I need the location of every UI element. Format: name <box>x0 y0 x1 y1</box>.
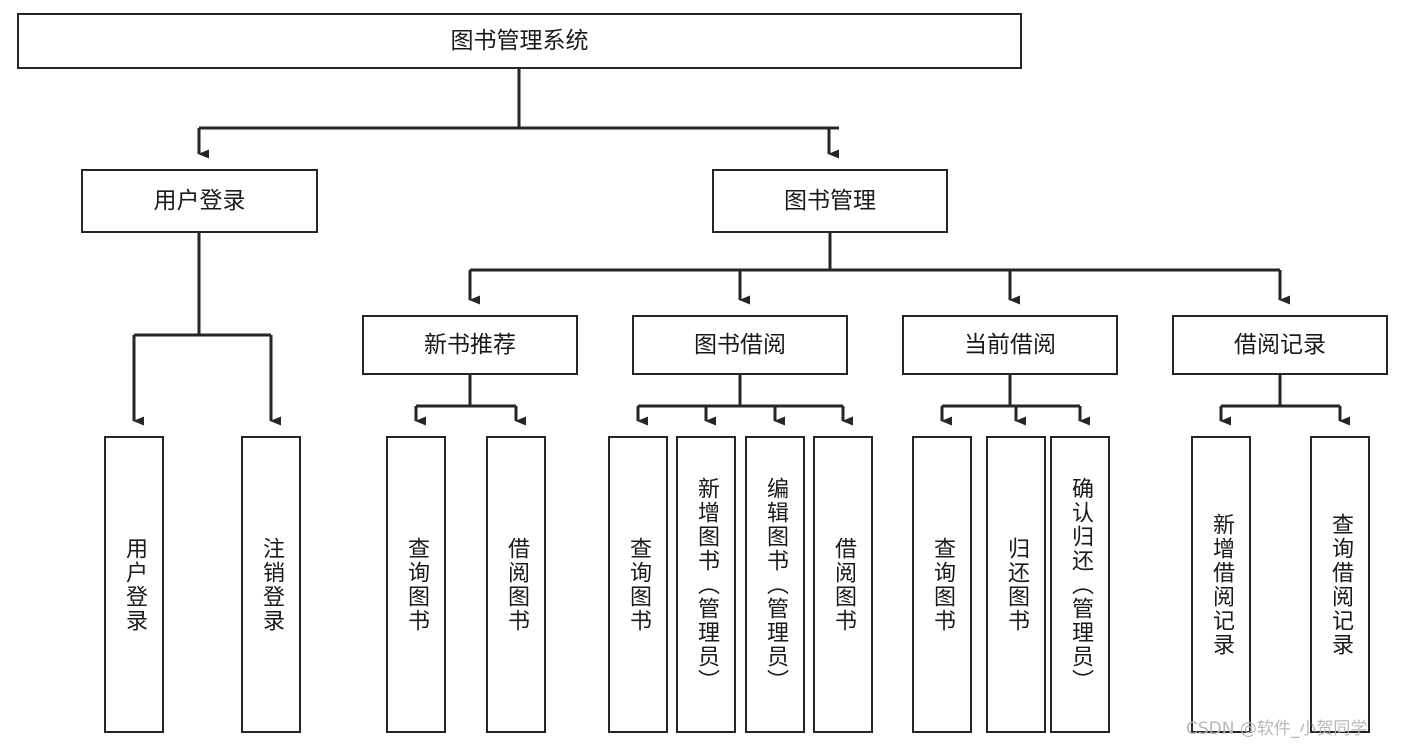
node-new-book-recommend-label: 新书推荐 <box>424 331 516 358</box>
leaf-logout-login[interactable]: 注销登录 <box>241 436 301 733</box>
node-new-book-recommend[interactable]: 新书推荐 <box>362 315 578 375</box>
leaf-logout-login-label: 注销登录 <box>259 536 284 633</box>
leaf-return-book[interactable]: 归还图书 <box>986 436 1046 733</box>
leaf-confirm-return-admin[interactable]: 确认归还（管理员） <box>1050 436 1110 733</box>
leaf-borrow-book[interactable]: 借阅图书 <box>813 436 873 733</box>
node-book-management[interactable]: 图书管理 <box>712 169 948 233</box>
node-book-borrow[interactable]: 图书借阅 <box>632 315 848 375</box>
node-root-label: 图书管理系统 <box>450 27 589 54</box>
leaf-user-login-label: 用户登录 <box>122 536 147 633</box>
leaf-query-borrow-record[interactable]: 查询借阅记录 <box>1310 436 1370 733</box>
leaf-query-book-borrow-label: 查询图书 <box>626 536 651 633</box>
leaf-query-borrow-record-label: 查询借阅记录 <box>1328 512 1353 657</box>
leaf-return-book-label: 归还图书 <box>1004 536 1029 633</box>
node-current-borrow-label: 当前借阅 <box>964 331 1056 358</box>
leaf-query-book-borrow[interactable]: 查询图书 <box>608 436 668 733</box>
node-user-login-label: 用户登录 <box>153 187 246 214</box>
leaf-borrow-book-label: 借阅图书 <box>831 536 856 633</box>
leaf-add-borrow-record[interactable]: 新增借阅记录 <box>1191 436 1251 733</box>
leaf-borrow-book-recommend[interactable]: 借阅图书 <box>486 436 546 733</box>
csdn-watermark: CSDN @软件_小贺同学 <box>1186 719 1368 739</box>
leaf-query-book-recommend-label: 查询图书 <box>404 536 429 633</box>
leaf-edit-book-admin[interactable]: 编辑图书（管理员） <box>745 436 805 733</box>
node-root[interactable]: 图书管理系统 <box>17 13 1022 69</box>
node-book-borrow-label: 图书借阅 <box>694 331 786 358</box>
node-borrow-record-label: 借阅记录 <box>1234 331 1326 358</box>
node-user-login[interactable]: 用户登录 <box>81 169 318 233</box>
node-borrow-record[interactable]: 借阅记录 <box>1172 315 1388 375</box>
node-current-borrow[interactable]: 当前借阅 <box>902 315 1118 375</box>
leaf-edit-book-admin-label: 编辑图书（管理员） <box>763 476 788 693</box>
leaf-add-book-admin[interactable]: 新增图书（管理员） <box>676 436 736 733</box>
leaf-add-book-admin-label: 新增图书（管理员） <box>694 476 719 693</box>
leaf-borrow-book-recommend-label: 借阅图书 <box>504 536 529 633</box>
leaf-query-book-current-label: 查询图书 <box>930 536 955 633</box>
node-book-management-label: 图书管理 <box>784 187 876 214</box>
leaf-confirm-return-admin-label: 确认归还（管理员） <box>1068 476 1093 693</box>
leaf-query-book-recommend[interactable]: 查询图书 <box>386 436 446 733</box>
leaf-add-borrow-record-label: 新增借阅记录 <box>1209 512 1234 657</box>
leaf-user-login[interactable]: 用户登录 <box>104 436 164 733</box>
leaf-query-book-current[interactable]: 查询图书 <box>912 436 972 733</box>
